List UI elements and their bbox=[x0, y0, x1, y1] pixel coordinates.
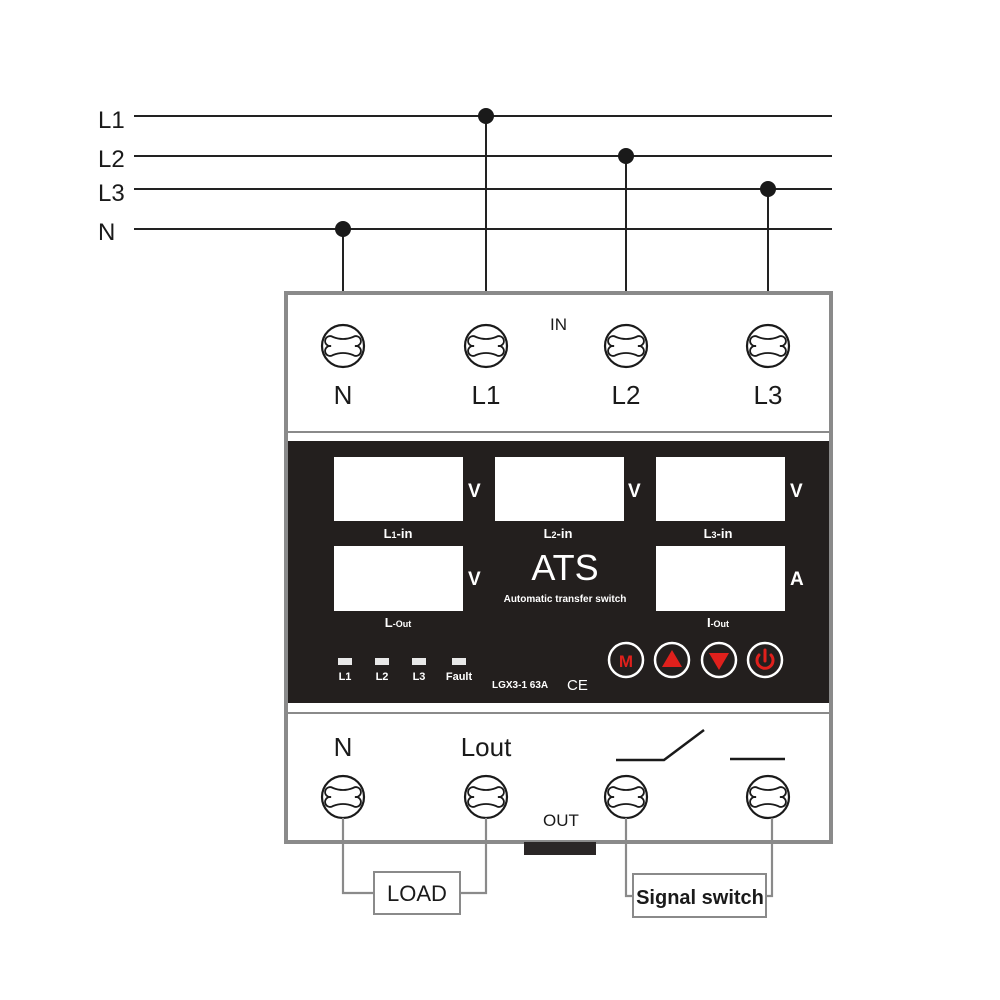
mode-icon: M bbox=[619, 652, 633, 671]
front-panel: V L1-in V L2-in V L3-in V L-Out A I-Out … bbox=[288, 441, 829, 703]
input-section: IN N L1 L2 L3 bbox=[320, 315, 791, 410]
unit-l1-in: V bbox=[468, 481, 481, 502]
led-fault bbox=[452, 658, 466, 665]
line-label-l1: L1 bbox=[98, 107, 125, 134]
input-terminal-label-l1: L1 bbox=[472, 380, 501, 410]
terminal-screw-icon bbox=[745, 774, 791, 820]
input-terminal-label-n: N bbox=[334, 380, 353, 410]
unit-l-out: V bbox=[468, 569, 481, 590]
led-label-l3: L3 bbox=[413, 671, 426, 683]
din-rail-clip bbox=[524, 842, 596, 855]
terminal-screw-icon bbox=[320, 323, 366, 369]
terminal-screw-icon bbox=[603, 774, 649, 820]
led-label-l1: L1 bbox=[339, 671, 352, 683]
up-button[interactable] bbox=[653, 641, 691, 679]
unit-l3-in: V bbox=[790, 481, 803, 502]
load-label: LOAD bbox=[387, 881, 447, 906]
junction-dot-l3 bbox=[760, 181, 776, 197]
led-l1 bbox=[338, 658, 352, 665]
terminal-screw-icon bbox=[463, 774, 509, 820]
line-label-n: N bbox=[98, 219, 115, 246]
power-icon bbox=[755, 648, 775, 670]
panel-subtitle: Automatic transfer switch bbox=[504, 594, 627, 605]
load-wire-lout bbox=[460, 818, 488, 895]
switch-symbol-icon bbox=[616, 729, 785, 762]
junction-dot-l1 bbox=[478, 108, 494, 124]
power-button[interactable] bbox=[746, 641, 784, 679]
signal-switch-label: Signal switch bbox=[636, 887, 764, 909]
model-number: LGX3-1 63A bbox=[492, 680, 548, 691]
output-terminal-label-n: N bbox=[334, 732, 353, 762]
terminal-screw-icon bbox=[745, 323, 791, 369]
display-l-out bbox=[334, 546, 463, 611]
led-label-fault: Fault bbox=[446, 671, 473, 683]
signal-switch-box bbox=[632, 873, 767, 918]
input-terminal-label-l2: L2 bbox=[612, 380, 641, 410]
unit-i-out: A bbox=[790, 569, 804, 590]
load-box bbox=[373, 871, 461, 915]
terminal-screw-icon bbox=[463, 323, 509, 369]
signal-wire-left bbox=[624, 818, 633, 898]
output-title: OUT bbox=[543, 811, 579, 830]
output-terminal-label-lout: Lout bbox=[461, 732, 512, 762]
junction-dot-n bbox=[335, 221, 351, 237]
led-l3 bbox=[412, 658, 426, 665]
panel-title: ATS bbox=[531, 547, 598, 588]
display-label-l1-in: L1-in bbox=[384, 526, 413, 541]
arrow-up-icon bbox=[662, 650, 682, 667]
terminal-screw-icon bbox=[320, 774, 366, 820]
display-l3-in bbox=[656, 457, 785, 521]
supply-lines: L1 L2 L3 N bbox=[98, 107, 832, 325]
display-label-i-out: I-Out bbox=[707, 615, 729, 630]
display-label-l-out: L-Out bbox=[385, 615, 411, 630]
input-title: IN bbox=[550, 315, 567, 334]
display-l2-in bbox=[495, 457, 624, 521]
mode-button[interactable]: M bbox=[607, 641, 645, 679]
junction-dot-l2 bbox=[618, 148, 634, 164]
display-label-l3-in: L3-in bbox=[704, 526, 733, 541]
arrow-down-icon bbox=[709, 653, 729, 670]
unit-l2-in: V bbox=[628, 481, 641, 502]
line-label-l3: L3 bbox=[98, 180, 125, 207]
ce-mark: CE bbox=[567, 677, 588, 694]
down-button[interactable] bbox=[700, 641, 738, 679]
output-section: N Lout OUT LOAD Signal switch bbox=[320, 729, 791, 918]
led-l2 bbox=[375, 658, 389, 665]
load-wire-n bbox=[341, 818, 374, 895]
display-l1-in bbox=[334, 457, 463, 521]
display-i-out bbox=[656, 546, 785, 611]
led-label-l2: L2 bbox=[376, 671, 389, 683]
display-label-l2-in: L2-in bbox=[544, 526, 573, 541]
line-label-l2: L2 bbox=[98, 146, 125, 173]
indicator-leds: L1 L2 L3 Fault bbox=[338, 658, 472, 683]
input-terminal-label-l3: L3 bbox=[754, 380, 783, 410]
signal-wire-right bbox=[766, 818, 774, 898]
terminal-screw-icon bbox=[603, 323, 649, 369]
